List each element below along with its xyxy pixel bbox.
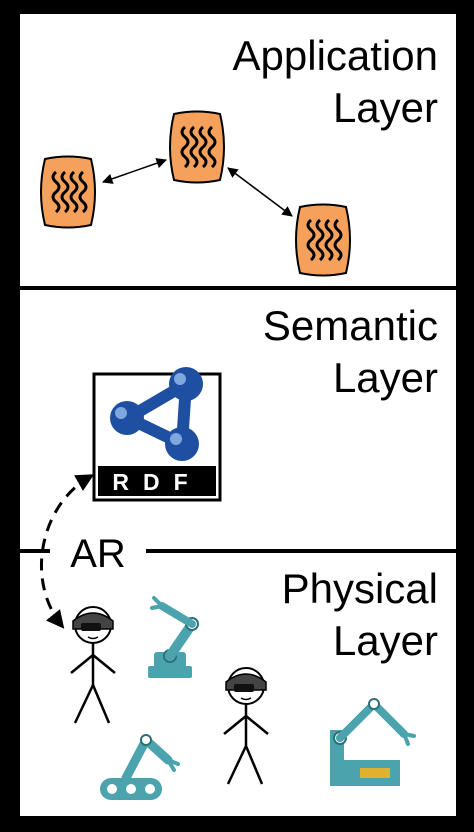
robot-arm-icon — [148, 598, 198, 678]
person-hololens-icon — [69, 605, 117, 725]
robot-arm-icon — [100, 734, 180, 800]
link-node1-node2 — [102, 158, 167, 184]
physical-title-line2: Layer — [332, 617, 438, 664]
application-layer-panel: Application Layer — [20, 14, 456, 286]
rdf-logo-text: RDF — [112, 469, 201, 495]
storage-node-icon — [168, 110, 226, 184]
ar-arrow — [40, 474, 95, 629]
ar-label: AR — [50, 531, 146, 577]
application-title-line2: Layer — [332, 84, 438, 131]
link-node2-node3 — [227, 167, 293, 217]
semantic-title-line2: Layer — [332, 354, 438, 401]
application-layer-title: Application Layer — [233, 30, 438, 134]
semantic-title-line1: Semantic — [262, 302, 438, 349]
application-title-line1: Application — [232, 32, 438, 79]
robot-arm-icon — [330, 698, 416, 786]
storage-node-icon — [39, 155, 97, 229]
physical-layer-title: Physical Layer — [282, 563, 438, 667]
physical-title-line1: Physical — [281, 565, 438, 612]
storage-node-icon — [294, 203, 352, 277]
rdf-logo-icon — [92, 367, 222, 502]
semantic-layer-title: Semantic Layer — [263, 300, 438, 404]
person-hololens-icon — [222, 666, 270, 786]
